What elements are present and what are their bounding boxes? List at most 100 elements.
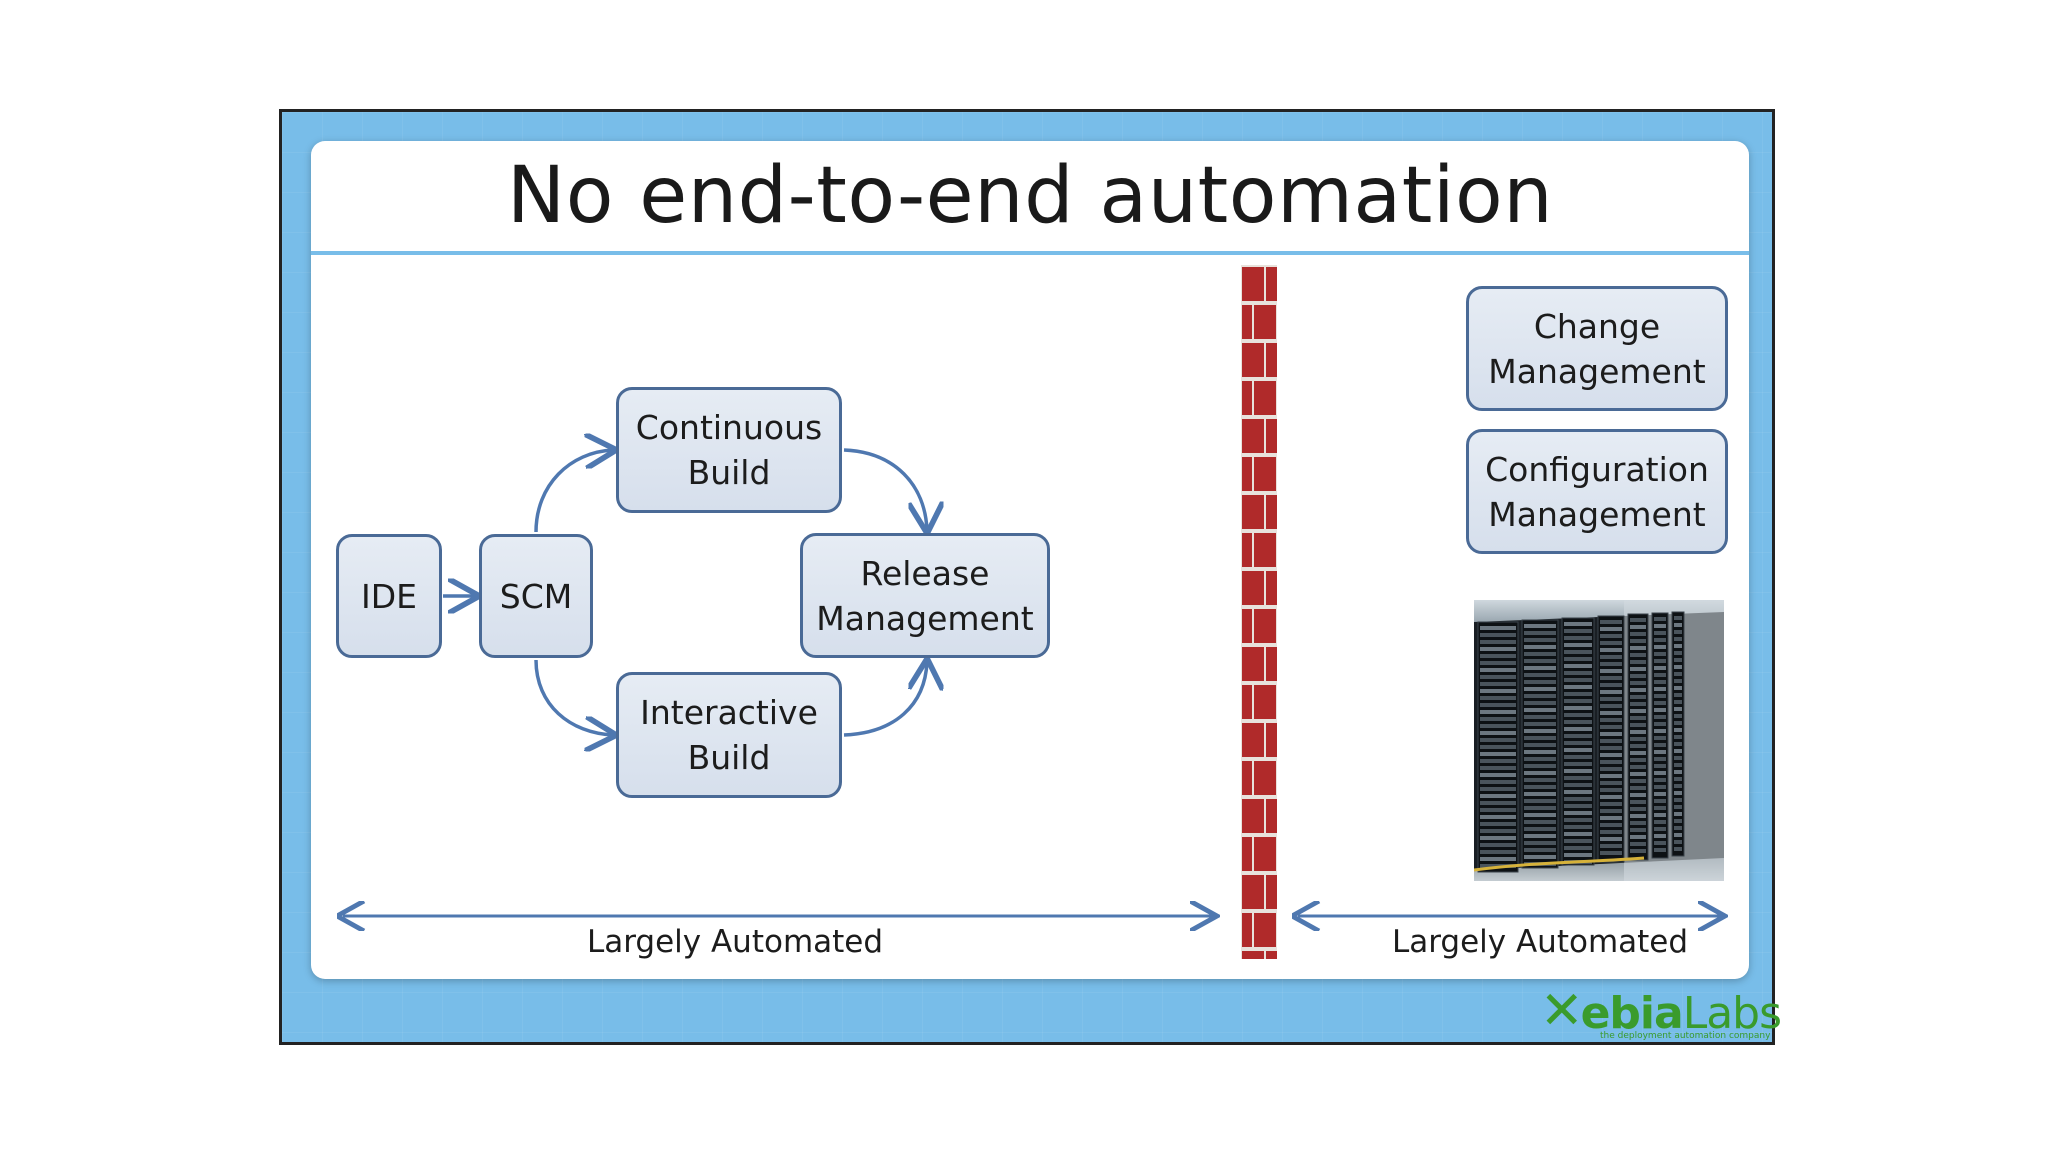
rack-unit bbox=[1674, 826, 1682, 830]
rack-unit bbox=[1630, 758, 1646, 762]
rack-unit bbox=[1564, 825, 1592, 829]
rack-unit bbox=[1674, 665, 1682, 669]
rack-unit bbox=[1480, 794, 1516, 798]
rack-unit bbox=[1524, 743, 1556, 747]
rack-unit bbox=[1524, 673, 1556, 677]
rack-unit bbox=[1480, 682, 1516, 686]
rack-unit bbox=[1674, 770, 1682, 774]
rack-unit bbox=[1654, 666, 1666, 670]
rack-unit bbox=[1630, 632, 1646, 636]
rack-unit bbox=[1524, 638, 1556, 642]
rack-unit bbox=[1480, 822, 1516, 826]
rack-unit bbox=[1600, 795, 1622, 799]
rack-unit bbox=[1674, 700, 1682, 704]
release-management-box: Release Management bbox=[800, 533, 1050, 658]
rack-unit bbox=[1674, 833, 1682, 837]
rack-unit bbox=[1654, 764, 1666, 768]
rack-unit bbox=[1564, 636, 1592, 640]
rack-unit bbox=[1654, 757, 1666, 761]
rack-unit bbox=[1654, 701, 1666, 705]
rack-unit bbox=[1674, 840, 1682, 844]
rack-unit bbox=[1600, 676, 1622, 680]
rack-unit bbox=[1480, 717, 1516, 721]
rack-unit bbox=[1480, 626, 1516, 630]
rack-unit bbox=[1654, 624, 1666, 628]
rack-unit bbox=[1524, 715, 1556, 719]
rack-unit bbox=[1600, 732, 1622, 736]
rack-unit bbox=[1630, 779, 1646, 783]
rack-unit bbox=[1600, 851, 1622, 855]
rack-unit bbox=[1630, 744, 1646, 748]
rack-unit bbox=[1564, 783, 1592, 787]
rack-unit bbox=[1630, 786, 1646, 790]
rack-unit bbox=[1630, 716, 1646, 720]
brick bbox=[1266, 647, 1277, 681]
brick bbox=[1242, 837, 1252, 871]
rack-unit bbox=[1630, 737, 1646, 741]
brick bbox=[1242, 685, 1252, 719]
rack-unit bbox=[1630, 681, 1646, 685]
rack-unit bbox=[1654, 645, 1666, 649]
rack-unit bbox=[1564, 643, 1592, 647]
rack-unit bbox=[1674, 637, 1682, 641]
rack-unit bbox=[1654, 673, 1666, 677]
rack-unit bbox=[1654, 715, 1666, 719]
rack-unit bbox=[1654, 617, 1666, 621]
rack-unit bbox=[1480, 696, 1516, 700]
rack-unit bbox=[1564, 699, 1592, 703]
rack-unit bbox=[1600, 662, 1622, 666]
rack-unit bbox=[1674, 798, 1682, 802]
rack-unit bbox=[1564, 650, 1592, 654]
rack-unit bbox=[1600, 837, 1622, 841]
rack-unit bbox=[1600, 648, 1622, 652]
rack-unit bbox=[1480, 710, 1516, 714]
rack-unit bbox=[1654, 792, 1666, 796]
brick bbox=[1242, 875, 1264, 909]
rack-unit bbox=[1480, 752, 1516, 756]
server-racks-photo bbox=[1474, 600, 1724, 881]
rack-unit bbox=[1630, 828, 1646, 832]
brick bbox=[1254, 381, 1276, 415]
rack-unit bbox=[1600, 669, 1622, 673]
brick bbox=[1242, 571, 1264, 605]
rack-unit bbox=[1524, 694, 1556, 698]
logo-wordmark: ✕ebiaLabs bbox=[1540, 981, 1782, 1041]
brick bbox=[1266, 267, 1277, 301]
rack-unit bbox=[1480, 668, 1516, 672]
rack-unit bbox=[1654, 799, 1666, 803]
rack-unit bbox=[1600, 823, 1622, 827]
slide-title: No end-to-end automation bbox=[506, 151, 1554, 241]
brick bbox=[1254, 609, 1276, 643]
rack-unit bbox=[1524, 806, 1556, 810]
rack-unit bbox=[1524, 764, 1556, 768]
brick bbox=[1254, 305, 1276, 339]
rack-unit bbox=[1564, 692, 1592, 696]
rack-unit bbox=[1524, 841, 1556, 845]
rack-unit bbox=[1480, 703, 1516, 707]
rack-unit bbox=[1674, 791, 1682, 795]
brick bbox=[1242, 723, 1264, 757]
change-management-box: Change Management bbox=[1466, 286, 1728, 411]
rack-unit bbox=[1674, 686, 1682, 690]
rack-unit bbox=[1630, 842, 1646, 846]
brick bbox=[1242, 419, 1264, 453]
rack-unit bbox=[1480, 815, 1516, 819]
rack-unit bbox=[1674, 735, 1682, 739]
rack-unit bbox=[1480, 843, 1516, 847]
brick-wall bbox=[1241, 265, 1277, 959]
rack-unit bbox=[1524, 834, 1556, 838]
rack-unit bbox=[1564, 622, 1592, 626]
rack-unit bbox=[1654, 820, 1666, 824]
rack-unit bbox=[1674, 819, 1682, 823]
rack-unit bbox=[1524, 624, 1556, 628]
rack-unit bbox=[1480, 689, 1516, 693]
brick bbox=[1266, 343, 1277, 377]
rack-unit bbox=[1654, 771, 1666, 775]
rack-unit bbox=[1524, 827, 1556, 831]
rack-unit bbox=[1524, 680, 1556, 684]
configuration-management-box: Configuration Management bbox=[1466, 429, 1728, 554]
rack-unit bbox=[1480, 829, 1516, 833]
brick bbox=[1254, 457, 1276, 491]
rack-unit bbox=[1600, 760, 1622, 764]
rack-unit bbox=[1564, 811, 1592, 815]
